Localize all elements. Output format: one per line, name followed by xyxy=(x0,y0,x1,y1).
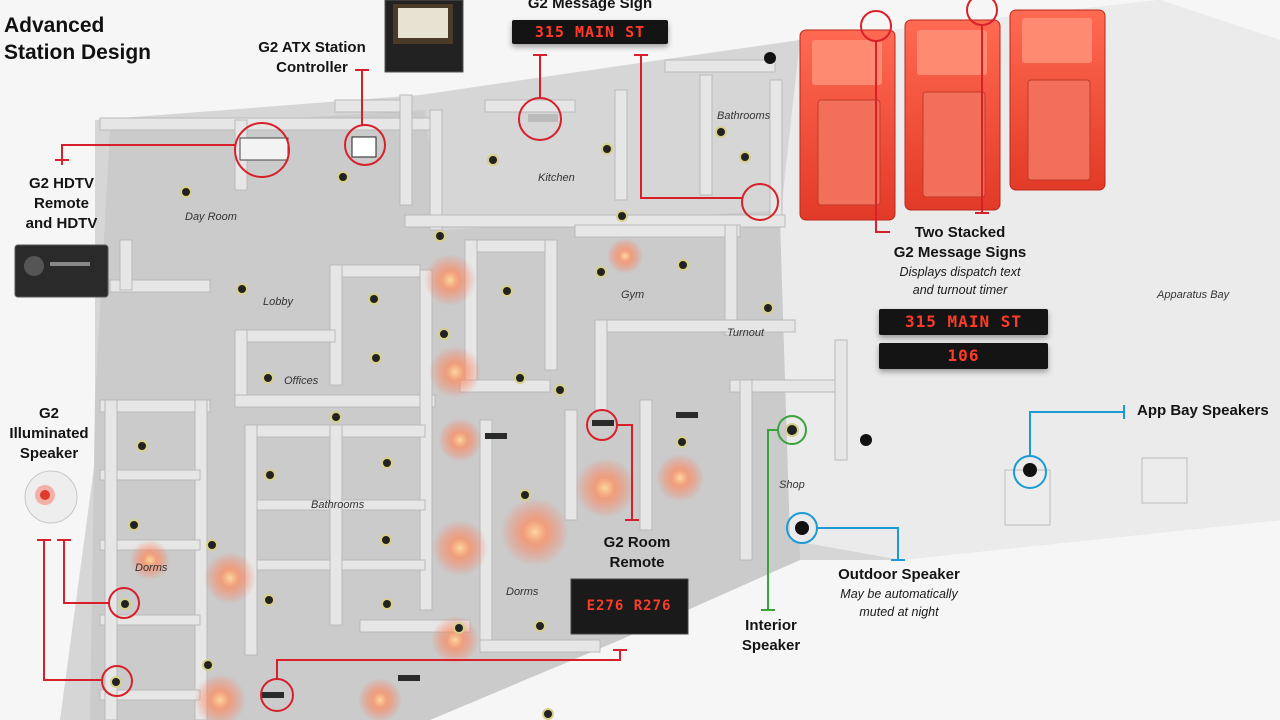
stacked-line-2: G2 Message Signs xyxy=(893,244,1027,261)
page-title: Advanced Station Design xyxy=(4,12,151,66)
outdoor-sub-1: May be automatically xyxy=(840,587,958,601)
room-turnout: Turnout xyxy=(727,327,765,339)
room-remote-line-2: Remote xyxy=(609,554,665,571)
room-lobby: Lobby xyxy=(263,296,293,308)
stacked-line-1: Two Stacked xyxy=(914,224,1006,241)
hdtv-line-2: Remote xyxy=(33,195,89,212)
atx-line-1: G2 ATX Station xyxy=(258,39,366,56)
room-remote-display: E276 R276 xyxy=(586,598,672,614)
room-dorms-left: Dorms xyxy=(135,562,168,574)
illuminated-line-2: Illuminated xyxy=(9,425,89,442)
fire-truck-icon xyxy=(1009,9,1106,191)
message-sign-label: G2 Message Sign xyxy=(527,0,653,12)
room-remote-device xyxy=(570,578,689,635)
outdoor-speaker-description: May be automatically muted at night xyxy=(822,585,976,621)
illuminated-speaker-label: G2 Illuminated Speaker xyxy=(2,404,96,464)
outdoor-speaker-label: Outdoor Speaker xyxy=(838,566,960,583)
room-bathrooms-top: Bathrooms xyxy=(717,110,771,122)
atx-controller-label: G2 ATX Station Controller xyxy=(250,38,374,78)
room-gym: Gym xyxy=(621,289,645,301)
interior-speaker-marker xyxy=(785,423,799,437)
app-bay-posts xyxy=(1004,457,1188,526)
illuminated-line-1: G2 xyxy=(38,405,59,422)
stacked-signs-description: Displays dispatch text and turnout timer xyxy=(880,263,1040,299)
speaker-icon xyxy=(24,470,78,524)
room-shop: Shop xyxy=(779,479,805,491)
stacked-sign-bottom: 106 xyxy=(879,343,1048,369)
atx-controller-device xyxy=(384,0,464,73)
fire-truck-icon xyxy=(799,29,896,221)
room-day-room: Day Room xyxy=(185,211,237,223)
interior-line-2: Speaker xyxy=(741,637,801,654)
green-callout xyxy=(761,415,807,611)
room-offices: Offices xyxy=(284,375,319,387)
ceiling-light-glows xyxy=(130,238,704,720)
interior-line-1: Interior xyxy=(745,617,797,634)
speaker-markers xyxy=(764,52,1037,535)
title-line-1: Advanced xyxy=(4,14,105,37)
title-line-2: Station Design xyxy=(4,41,152,64)
ceiling-speakers xyxy=(110,126,774,720)
hdtv-line-3: and HDTV xyxy=(25,215,98,232)
hdtv-line-1: G2 HDTV xyxy=(28,175,94,192)
room-kitchen: Kitchen xyxy=(538,172,575,184)
red-callouts xyxy=(37,0,998,712)
room-remote-label: G2 Room Remote xyxy=(583,533,691,573)
stacked-sign-top: 315 MAIN ST xyxy=(879,309,1048,335)
wall-devices xyxy=(239,114,698,698)
room-apparatus-bay: Apparatus Bay xyxy=(1157,289,1230,301)
app-bay-speakers-label: App Bay Speakers xyxy=(1137,402,1269,419)
fire-truck-icon xyxy=(904,19,1001,211)
room-remote-line-1: G2 Room xyxy=(603,534,671,551)
outdoor-sub-2: muted at night xyxy=(859,605,939,619)
blue-callouts xyxy=(786,405,1125,561)
atx-line-2: Controller xyxy=(276,59,348,76)
stacked-sub-2: and turnout timer xyxy=(912,283,1008,297)
illuminated-line-3: Speaker xyxy=(19,445,79,462)
interior-speaker-label: Interior Speaker xyxy=(728,616,814,656)
hdtv-remote-device xyxy=(14,244,109,298)
stacked-signs-label: Two Stacked G2 Message Signs xyxy=(880,223,1040,263)
room-dorms-mid: Dorms xyxy=(506,586,539,598)
room-bathrooms-mid: Bathrooms xyxy=(311,499,365,511)
stacked-sub-1: Displays dispatch text xyxy=(899,265,1021,279)
message-sign-display: 315 MAIN ST xyxy=(512,20,668,44)
hdtv-label: G2 HDTV Remote and HDTV xyxy=(14,174,109,234)
